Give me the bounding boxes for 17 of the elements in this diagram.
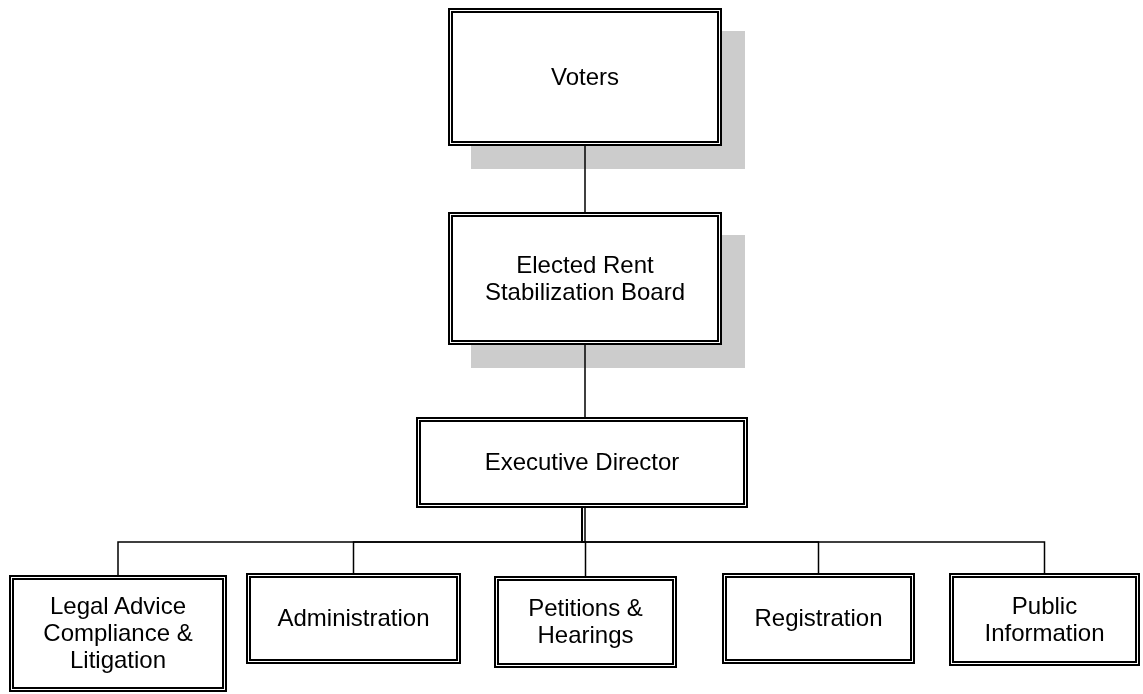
org-box [722, 573, 915, 664]
connector-line [584, 145, 586, 213]
box-label: Executive Director [484, 449, 680, 476]
box-label: Registration [754, 605, 883, 632]
box-label: Voters [550, 63, 619, 91]
org-box [448, 212, 722, 345]
org-box [494, 576, 677, 668]
org-box [9, 575, 227, 692]
org-box [416, 417, 748, 508]
org-box [246, 573, 461, 664]
box-label: Administration [277, 605, 430, 632]
box-label: Elected Rent Stabilization Board [483, 251, 687, 306]
box-label: Public Information [983, 592, 1106, 647]
box-label: Petitions & Hearings [527, 595, 644, 649]
org-box [448, 8, 722, 146]
org-box [949, 573, 1140, 666]
box-label: Legal Advice Compliance & Litigation [42, 593, 194, 674]
